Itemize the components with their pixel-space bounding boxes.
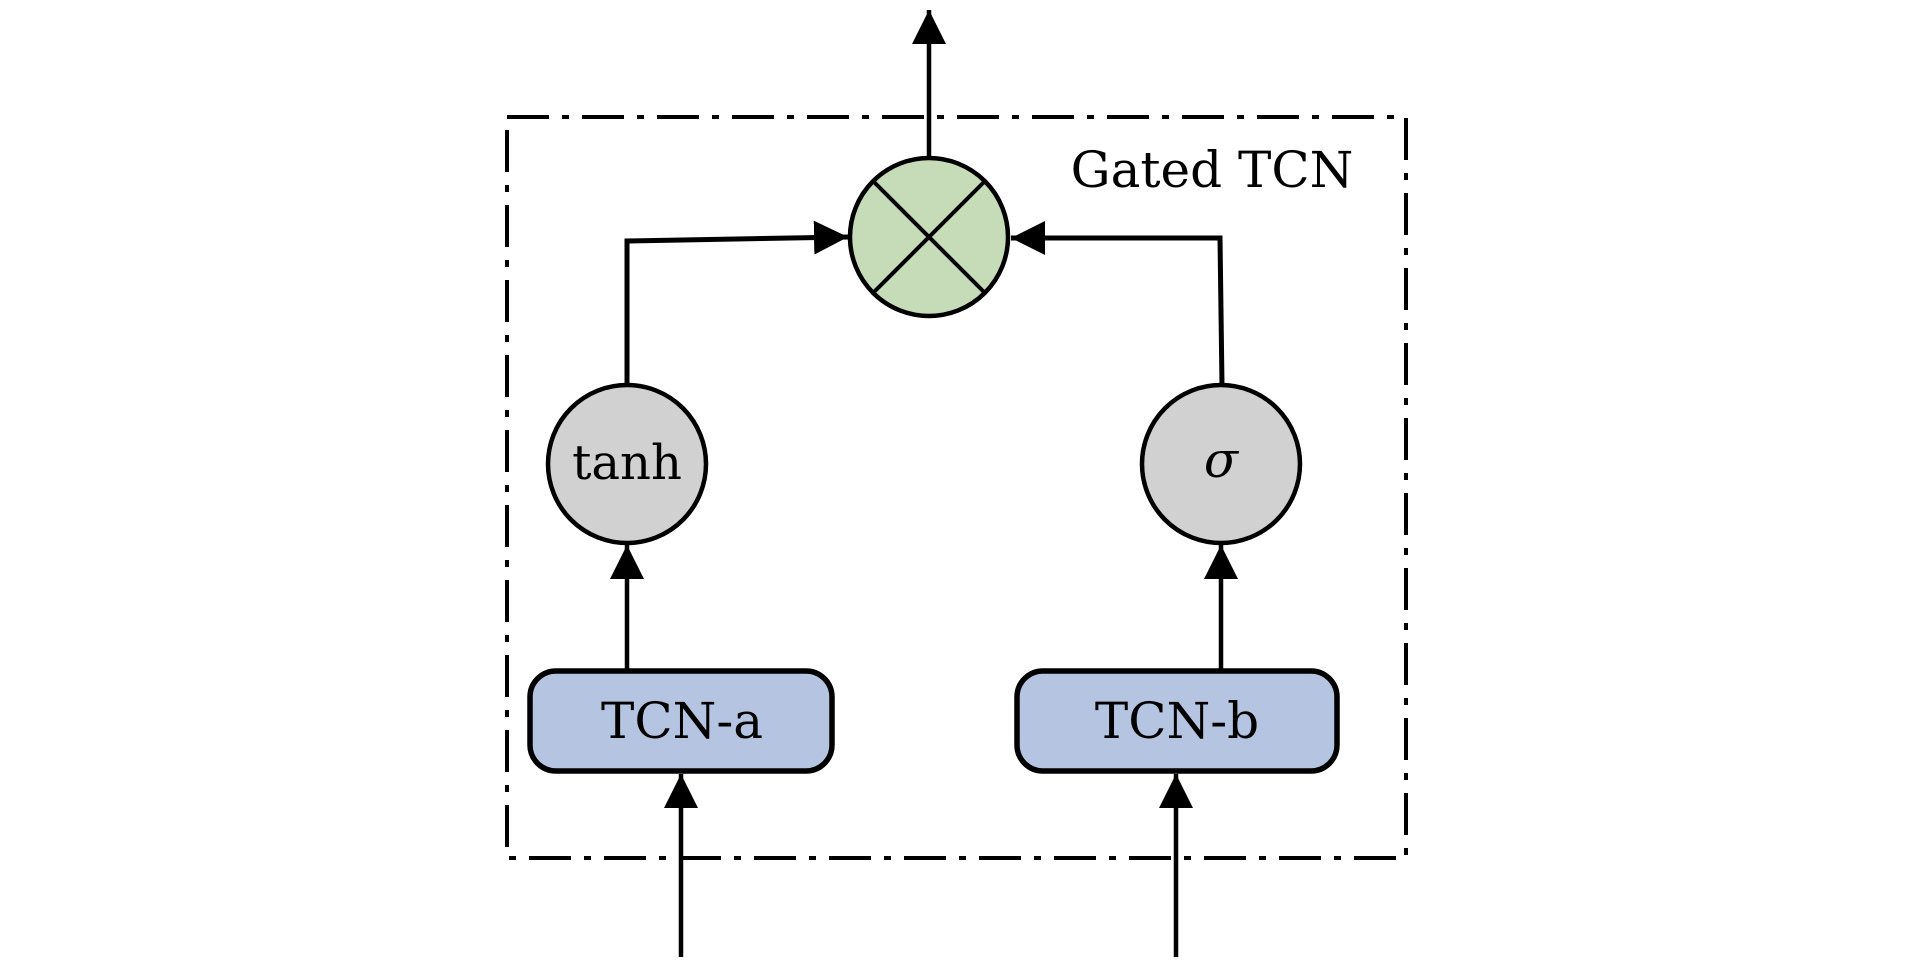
tcn-a-block: TCN-a [527, 668, 835, 774]
edge-sigma-to-multiply [1011, 221, 1225, 386]
multiply-node [847, 155, 1011, 319]
tcn-a-box [527, 668, 835, 774]
tcn-a-label: TCN-a [601, 692, 763, 750]
tcn-b-block: TCN-b [1014, 668, 1340, 774]
tcn-b-label: TCN-b [1095, 692, 1259, 750]
edge-tanh-to-multiply [624, 220, 849, 385]
sigma-label: σ [1204, 431, 1240, 489]
tanh-label: tanh [572, 435, 682, 491]
tanh-circle [545, 382, 709, 546]
sigma-node: σ [1139, 382, 1303, 546]
tanh-node: tanh [545, 382, 709, 546]
sigma-circle [1139, 382, 1303, 546]
multiply-cross-icon [871, 179, 987, 295]
tcn-b-box [1014, 668, 1340, 774]
gated-tcn-boundary [505, 115, 1408, 860]
gated-tcn-label: Gated TCN [1071, 141, 1354, 199]
